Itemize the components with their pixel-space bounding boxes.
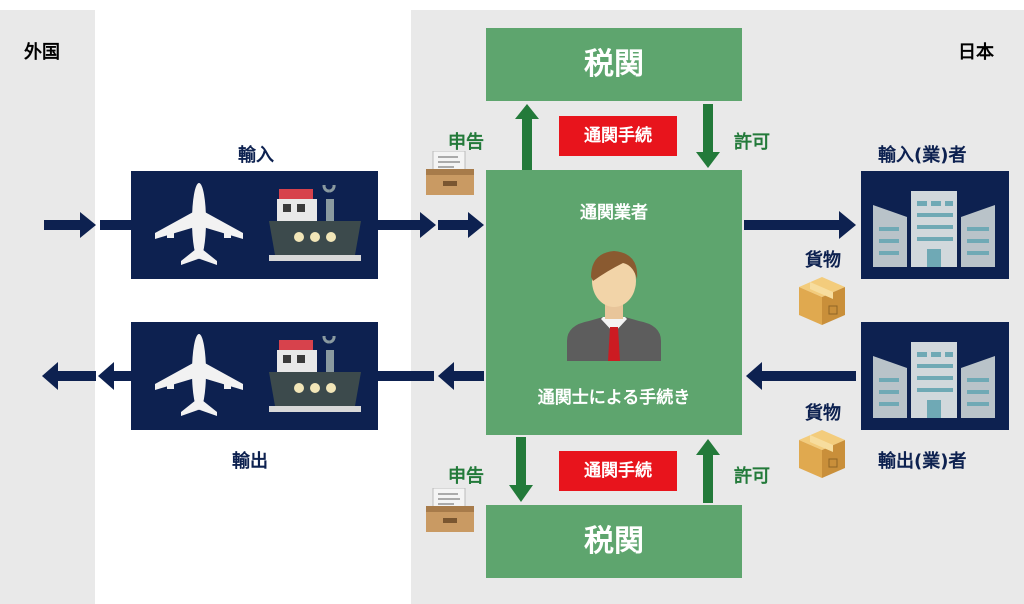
cargo-label-bottom: 貨物 xyxy=(805,403,841,424)
exporter-box xyxy=(861,322,1009,430)
foreign-label: 外国 xyxy=(24,42,60,63)
permission-label-top: 許可 xyxy=(734,132,770,153)
ship-icon xyxy=(269,336,361,412)
declaration-label-top: 申告 xyxy=(448,132,484,153)
office-buildings-icon xyxy=(873,342,995,418)
import-flow-arrows xyxy=(44,211,856,239)
document-tray-icon xyxy=(426,488,474,532)
customs-broker-box: 通関業者 通関士による手続き xyxy=(486,170,742,435)
cardboard-box-icon xyxy=(799,277,845,325)
procedure-badge-bottom: 通関手続 xyxy=(559,451,677,491)
procedure-badge-top: 通関手続 xyxy=(559,116,677,156)
office-buildings-icon xyxy=(873,191,995,267)
permission-label-bottom: 許可 xyxy=(734,466,770,487)
japan-label: 日本 xyxy=(958,42,994,63)
cardboard-box-icon xyxy=(799,430,845,478)
document-tray-icon xyxy=(426,151,474,195)
airplane-icon xyxy=(155,183,243,265)
customs-top-label: 税関 xyxy=(584,47,644,82)
declaration-label-bottom: 申告 xyxy=(448,466,484,487)
export-flow-arrows xyxy=(42,362,856,390)
ship-icon xyxy=(269,185,361,261)
broker-caption: 通関士による手続き xyxy=(537,388,691,408)
airplane-icon xyxy=(155,334,243,416)
customs-top-box: 税関 xyxy=(486,28,742,101)
import-label: 輸入 xyxy=(238,145,274,166)
importer-label: 輸入(業)者 xyxy=(878,145,967,166)
export-label: 輸出 xyxy=(232,451,268,472)
customs-bottom-label: 税関 xyxy=(584,524,644,559)
import-transport-box xyxy=(131,171,378,279)
cargo-label-top: 貨物 xyxy=(805,250,841,271)
broker-title: 通関業者 xyxy=(580,203,648,223)
foreign-region xyxy=(0,10,95,604)
businessman-icon xyxy=(567,251,661,361)
exporter-label: 輸出(業)者 xyxy=(878,451,967,472)
importer-box xyxy=(861,171,1009,279)
customs-bottom-box: 税関 xyxy=(486,505,742,578)
export-transport-box xyxy=(131,322,378,430)
customs-arrows xyxy=(509,104,720,503)
